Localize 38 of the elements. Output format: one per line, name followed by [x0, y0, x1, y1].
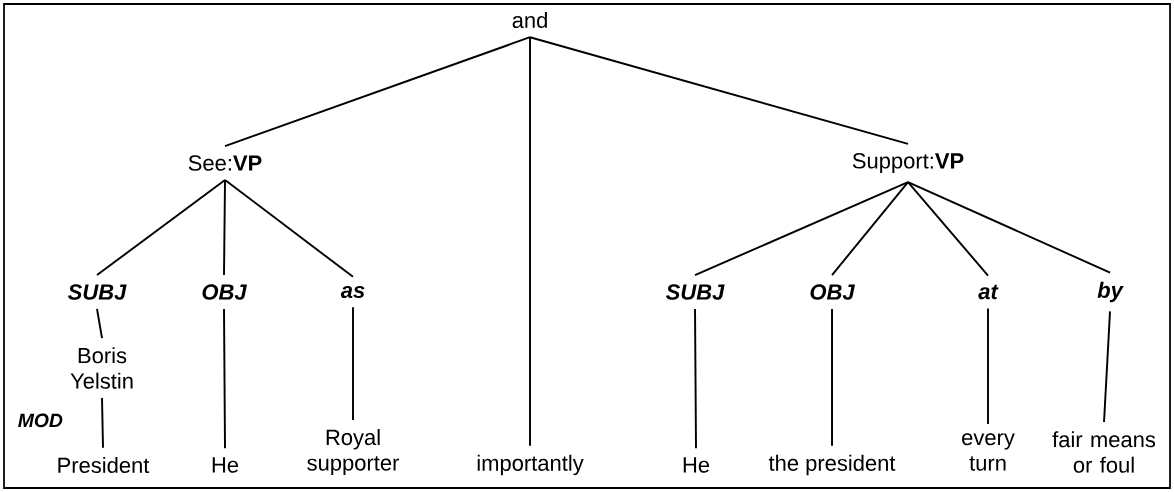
relation-label: by	[1097, 281, 1124, 303]
tree-branch	[907, 181, 989, 277]
phrase-label: Support:VP	[852, 153, 964, 173]
tree-branch	[223, 178, 226, 277]
tree-branch	[694, 181, 909, 277]
leaf-word: every turn	[962, 433, 1015, 471]
relation-label: as	[340, 286, 365, 299]
tree-branch	[987, 307, 989, 426]
edge-label: MOD	[16, 411, 65, 429]
tree-branch	[224, 36, 531, 148]
tree-branch	[529, 36, 531, 447]
tree-branch	[352, 306, 354, 421]
tree-branch	[694, 307, 697, 450]
leaf-word: Royal supporter	[307, 429, 400, 475]
relation-label: OBJ	[810, 284, 855, 300]
leaf-word: He	[212, 457, 239, 473]
relation-label: SUBJ	[68, 284, 127, 300]
phrase-label: See:VP	[188, 155, 262, 171]
tree-branch	[831, 307, 833, 447]
relation-label: OBJ	[202, 284, 247, 300]
leaf-word: He	[683, 457, 710, 473]
tree-branch	[223, 307, 226, 450]
tree-branch	[224, 178, 354, 278]
leaf-word: Boris Yelstin	[70, 347, 133, 389]
tree-branch	[907, 181, 1111, 274]
leaf-word: fair means or foul	[1052, 431, 1156, 473]
leaf-word: President	[58, 456, 150, 474]
relation-label: at	[978, 284, 999, 300]
tree-branch	[101, 397, 104, 449]
tree-branch	[1103, 310, 1111, 424]
tree-root-word: and	[512, 11, 547, 29]
tree-branch	[529, 36, 909, 145]
leaf-word: importantly	[477, 454, 584, 476]
leaf-word: the president	[768, 454, 896, 476]
relation-label: SUBJ	[666, 284, 725, 300]
tree-branch	[96, 307, 103, 340]
tree-branch	[831, 181, 909, 277]
tree-branch	[96, 178, 226, 277]
